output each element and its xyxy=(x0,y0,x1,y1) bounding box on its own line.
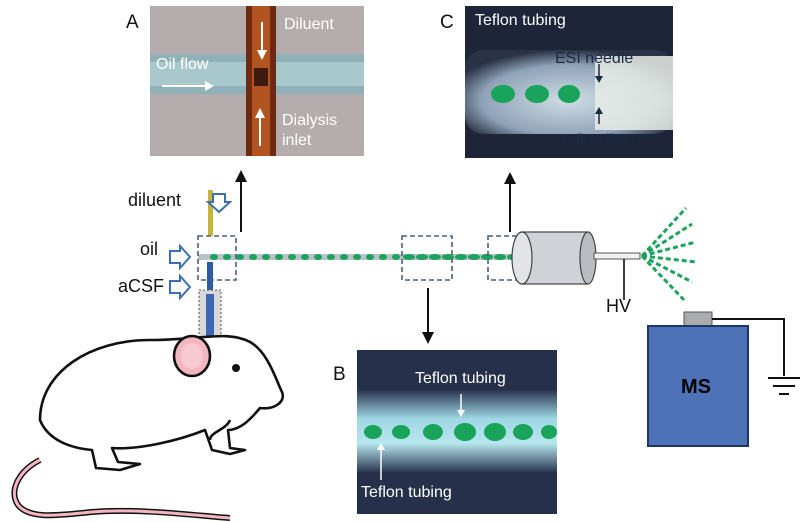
panel-c-letter: C xyxy=(440,12,454,33)
droplet xyxy=(379,254,387,260)
panel-c-image xyxy=(465,6,673,158)
panel-c-tubing-text: Teflon tubing xyxy=(475,12,566,29)
panel-c-liner-text: Teflon liner xyxy=(559,132,637,149)
panel-b-letter: B xyxy=(333,364,346,385)
probe-core xyxy=(206,294,214,338)
box-b xyxy=(401,235,453,281)
arrow-to-panel-c xyxy=(504,172,516,232)
panel-a-letter: A xyxy=(126,12,139,33)
droplet xyxy=(481,254,493,260)
arrow-to-panel-b xyxy=(422,288,434,344)
droplet xyxy=(468,254,480,260)
droplet xyxy=(455,254,467,260)
droplet xyxy=(416,254,428,260)
droplet xyxy=(403,254,415,260)
panel-a-dialysis-text: Dialysis xyxy=(282,112,338,129)
panel-b-image xyxy=(357,350,557,514)
droplet xyxy=(392,254,400,260)
droplet xyxy=(210,254,218,260)
diluent-arrow-icon xyxy=(205,193,233,214)
droplet xyxy=(327,254,335,260)
droplet xyxy=(301,254,309,260)
diluent-input-label: diluent xyxy=(128,190,182,210)
acsf-arrow-icon xyxy=(169,273,192,301)
droplet xyxy=(353,254,361,260)
panel-a-photo: Diluent Oil flow Dialysis inlet xyxy=(150,6,364,156)
esi-emitter xyxy=(511,231,641,285)
electrospray-plume xyxy=(640,206,697,302)
panel-a-diluent-text: Diluent xyxy=(284,16,334,33)
box-a xyxy=(197,235,237,281)
panel-c-photo: Teflon tubing ESI needle Teflon liner xyxy=(465,6,673,158)
droplet xyxy=(340,254,348,260)
diluent-tube xyxy=(208,190,213,236)
droplet xyxy=(442,254,454,260)
rat-illustration xyxy=(11,334,285,521)
mass-spectrometer xyxy=(647,311,800,447)
droplet-train xyxy=(210,254,519,260)
droplet xyxy=(236,254,244,260)
panel-a-oil-flow-text: Oil flow xyxy=(156,56,209,73)
droplet xyxy=(262,254,270,260)
arrow-to-panel-a xyxy=(235,170,247,232)
droplet xyxy=(223,254,231,260)
panel-b-tubing-bottom-text: Teflon tubing xyxy=(361,484,452,501)
droplet xyxy=(429,254,441,260)
droplet xyxy=(366,254,374,260)
droplet xyxy=(275,254,283,260)
oil-arrow-icon xyxy=(169,243,192,271)
droplet xyxy=(314,254,322,260)
panel-a-inlet-text: inlet xyxy=(282,132,312,149)
acsf-input-label: aCSF xyxy=(118,276,165,296)
ms-label: MS xyxy=(681,376,711,398)
panel-b-photo: Teflon tubing Teflon tubing xyxy=(357,350,557,514)
panel-a-image xyxy=(150,6,364,156)
droplet xyxy=(288,254,296,260)
panel-c-needle-text: ESI needle xyxy=(555,50,634,67)
oil-input-label: oil xyxy=(140,239,159,259)
droplet xyxy=(494,254,506,260)
hv-label: HV xyxy=(606,296,632,316)
panel-b-tubing-top-text: Teflon tubing xyxy=(415,370,506,387)
droplet xyxy=(249,254,257,260)
